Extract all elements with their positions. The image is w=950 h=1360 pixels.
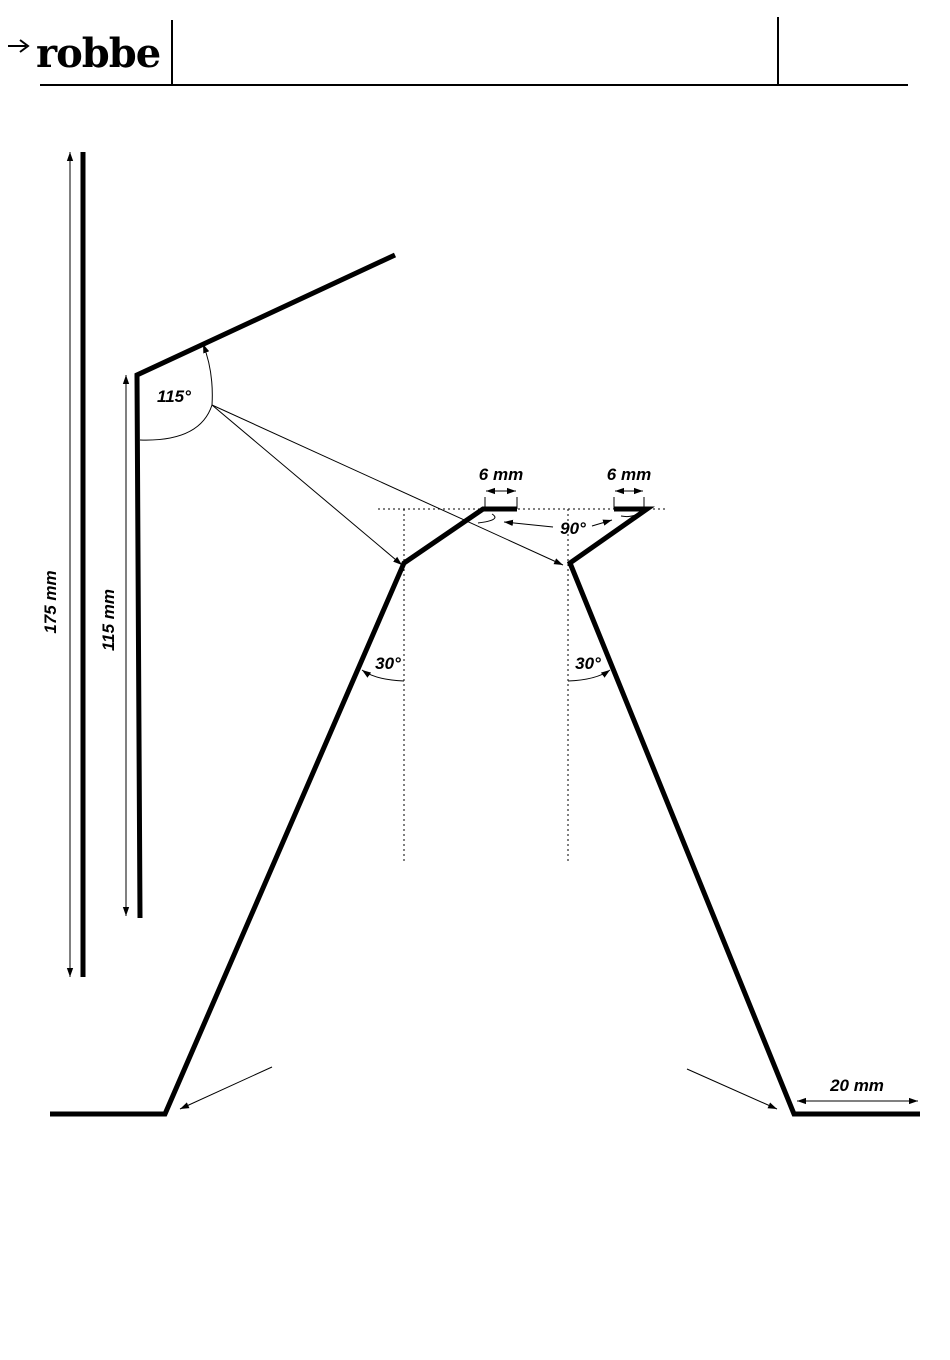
tab-left-label: 6 mm [479,465,523,484]
tab-angle-arrow-right [592,520,612,526]
tab-angle-arrow-left [504,522,553,527]
leg-angle-label-left: 30° [375,654,401,673]
leg-angle-label-right: 30° [575,654,601,673]
header: robbe [8,17,908,86]
bent-wire [137,255,395,918]
pointer-line-left-bend [212,405,402,565]
logo-text: robbe [36,30,160,77]
bend-angle-label: 115° [157,387,191,406]
tab-angle-arc-left [478,514,495,523]
bracket-wire-left [50,509,517,1114]
robbe-logo: robbe [8,30,160,77]
foot-length-label: 20 mm [829,1076,884,1095]
lower-length-label: 115 mm [99,589,118,651]
bracket-wire-right [570,509,920,1114]
tab-angle-label: 90° [560,519,586,538]
total-length-label: 175 mm [41,570,60,633]
logo-arrow-icon [8,40,28,52]
tab-right-label: 6 mm [607,465,651,484]
foot-pointer-right [687,1069,777,1109]
foot-pointer-left [180,1067,272,1109]
pointer-line-right-bend [212,405,563,565]
